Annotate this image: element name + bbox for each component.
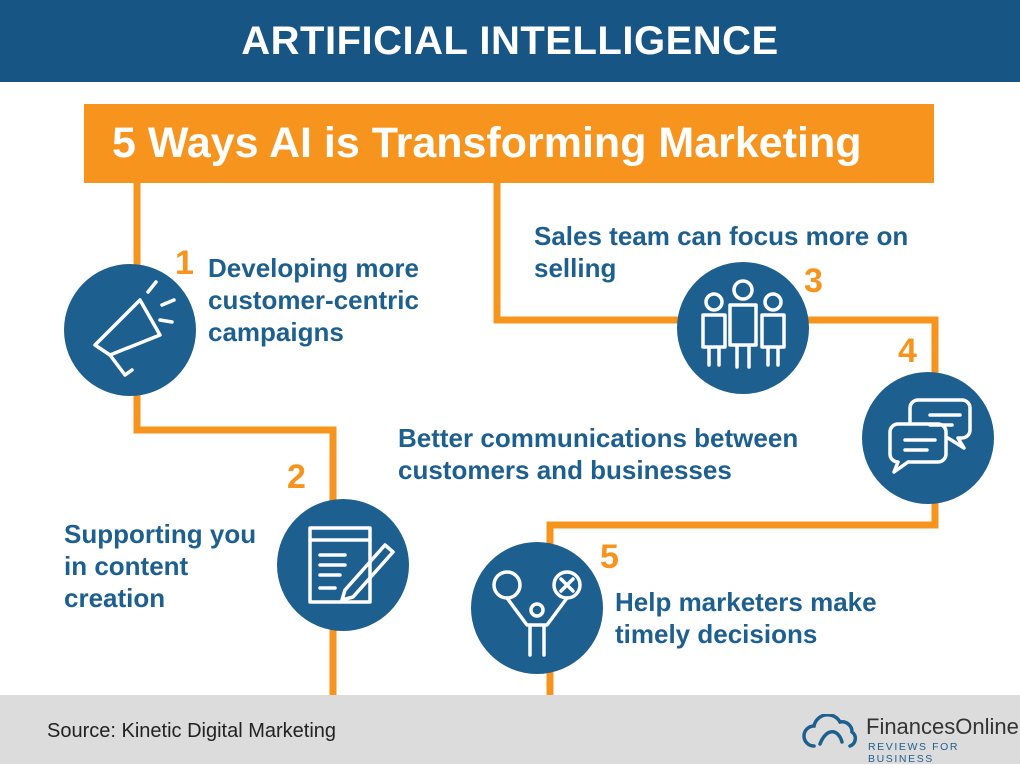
header-title: ARTIFICIAL INTELLIGENCE: [0, 0, 1020, 82]
source-text: Source: Kinetic Digital Marketing: [47, 720, 337, 742]
banner-title: 5 Ways AI is Transforming Marketing: [84, 104, 934, 183]
way-text: Supporting you in content creation: [64, 519, 257, 613]
way-number: 3: [804, 262, 823, 300]
decision-person-icon: [492, 570, 582, 657]
team-icon: [701, 279, 786, 369]
way-text: Better communications between customers …: [398, 423, 799, 485]
brand-tagline: REVIEWS FOR BUSINESS: [868, 741, 960, 765]
brand-name: FinancesOnline: [866, 714, 1019, 739]
way-text: Sales team can focus more on selling: [534, 221, 909, 283]
way-text: Developing more customer-centric campaig…: [208, 253, 419, 347]
cloud-logo-icon: [802, 714, 857, 748]
circle-1: [64, 264, 196, 396]
megaphone-icon: [93, 280, 176, 377]
way-number: 2: [287, 458, 306, 496]
chat-bubbles-icon: [888, 398, 972, 474]
document-pencil-icon: [308, 526, 395, 604]
way-text: Help marketers make timely decisions: [615, 587, 877, 649]
way-number: 5: [600, 538, 619, 576]
way-number: 1: [175, 244, 194, 282]
way-number: 4: [898, 332, 917, 370]
